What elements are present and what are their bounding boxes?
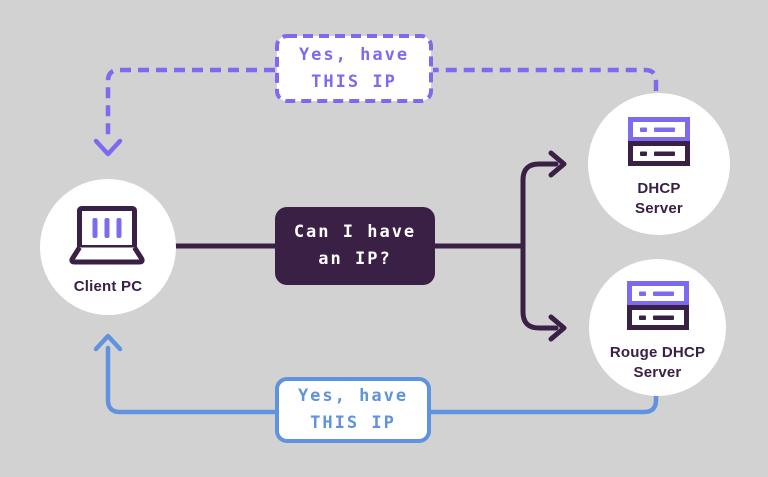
rogue-offer-line2: THIS IP bbox=[310, 413, 396, 433]
dhcp-offer-line2: THIS IP bbox=[311, 71, 397, 92]
laptop-screen-bar bbox=[104, 218, 110, 238]
laptop-screen-bar bbox=[116, 218, 122, 238]
dhcp-offer-message-box: Yes, have THIS IP bbox=[275, 34, 433, 103]
rogue-dhcp-server-label-line1: Rouge DHCP bbox=[609, 344, 706, 361]
fork-branch-top bbox=[520, 161, 559, 249]
server-led-dash bbox=[652, 291, 674, 296]
arrowhead-down-to-client-icon bbox=[93, 138, 123, 157]
dhcp-offer-path-right bbox=[433, 67, 659, 91]
rogue-dhcp-server-label: Rouge DHCP Server bbox=[610, 343, 705, 383]
rogue-dhcp-server-label-line2: Server bbox=[633, 364, 682, 381]
client-pc-node: Client PC bbox=[40, 179, 176, 315]
request-message-box: Can I have an IP? bbox=[275, 207, 435, 285]
arrowhead-to-dhcp-icon bbox=[548, 150, 567, 178]
fork-branch-bottom bbox=[520, 243, 559, 331]
dhcp-offer-box-border bbox=[275, 34, 433, 103]
server-led-dash bbox=[638, 315, 646, 320]
server-led-dash bbox=[654, 151, 675, 156]
dhcp-server-label-line2: Server bbox=[635, 200, 683, 217]
laptop-screen-bar bbox=[92, 218, 98, 238]
server-led-dash bbox=[638, 291, 646, 296]
dhcp-offer-path-left bbox=[105, 67, 275, 140]
server-led-dash bbox=[640, 127, 647, 132]
dhcp-server-label: DHCP Server bbox=[635, 179, 683, 219]
dhcp-offer-line1: Yes, have bbox=[298, 44, 410, 65]
server-led-dash bbox=[640, 151, 647, 156]
client-pc-label: Client PC bbox=[73, 278, 143, 295]
rogue-offer-message-box: Yes, have THIS IP bbox=[275, 377, 431, 443]
arrowhead-up-to-client-icon bbox=[93, 333, 123, 352]
arrowhead-to-rogue-icon bbox=[548, 314, 567, 342]
server-icon bbox=[628, 117, 690, 166]
dhcp-server-label-line1: DHCP bbox=[637, 180, 681, 197]
dhcp-server-node: DHCP Server bbox=[588, 93, 730, 235]
server-led-dash bbox=[652, 315, 674, 320]
request-line2: an IP? bbox=[318, 249, 392, 269]
server-icon bbox=[626, 281, 689, 330]
laptop-icon bbox=[69, 206, 145, 265]
rogue-offer-line1: Yes, have bbox=[297, 386, 409, 406]
laptop-base bbox=[69, 246, 145, 265]
server-led-dash bbox=[654, 127, 675, 132]
rogue-dhcp-server-node: Rouge DHCP Server bbox=[589, 259, 726, 396]
request-line1: Can I have bbox=[293, 222, 417, 242]
